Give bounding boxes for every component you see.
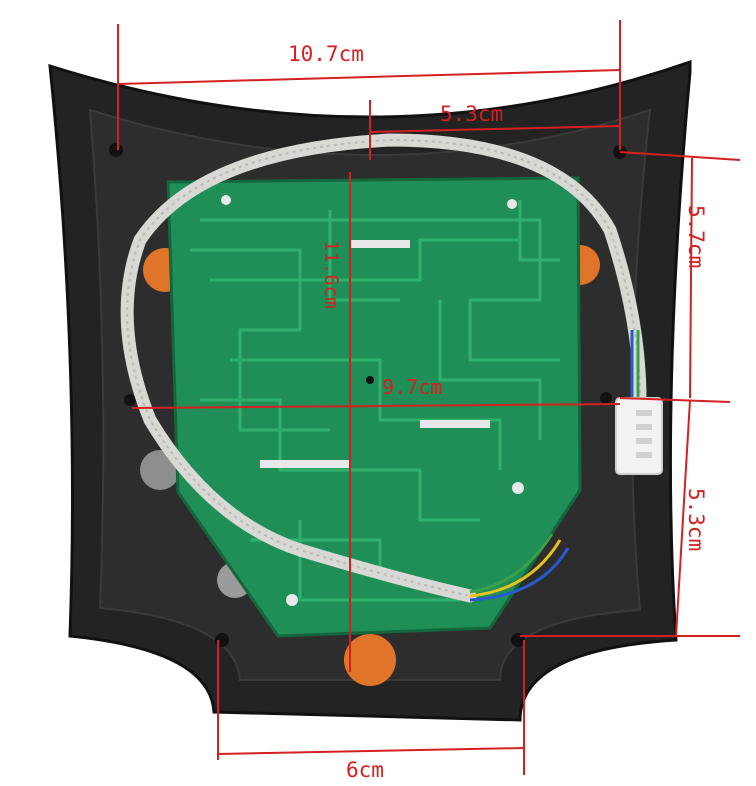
screw-hole [600,392,612,404]
screw-hole [109,143,123,157]
dimension-label-standoff-offset: 5.3cm [440,102,504,126]
dimension-label-board-width: 9.7cm [382,375,443,399]
dimension-label-top-width: 10.7cm [288,42,364,66]
knob [344,634,396,686]
dimension-label-board-height: 11.6cm [320,240,342,309]
dimension-lines [117,20,741,775]
dimension-label-bottom-width: 6cm [346,758,384,782]
dimension-label-right-upper: 5.7cm [684,205,708,269]
dimension-label-right-lower: 5.3cm [684,488,708,552]
pcb-pads [221,195,524,606]
screw-hole [124,394,136,406]
connector-pins [636,410,652,458]
braided-cable-texture [126,138,641,597]
white-connector [615,397,663,475]
